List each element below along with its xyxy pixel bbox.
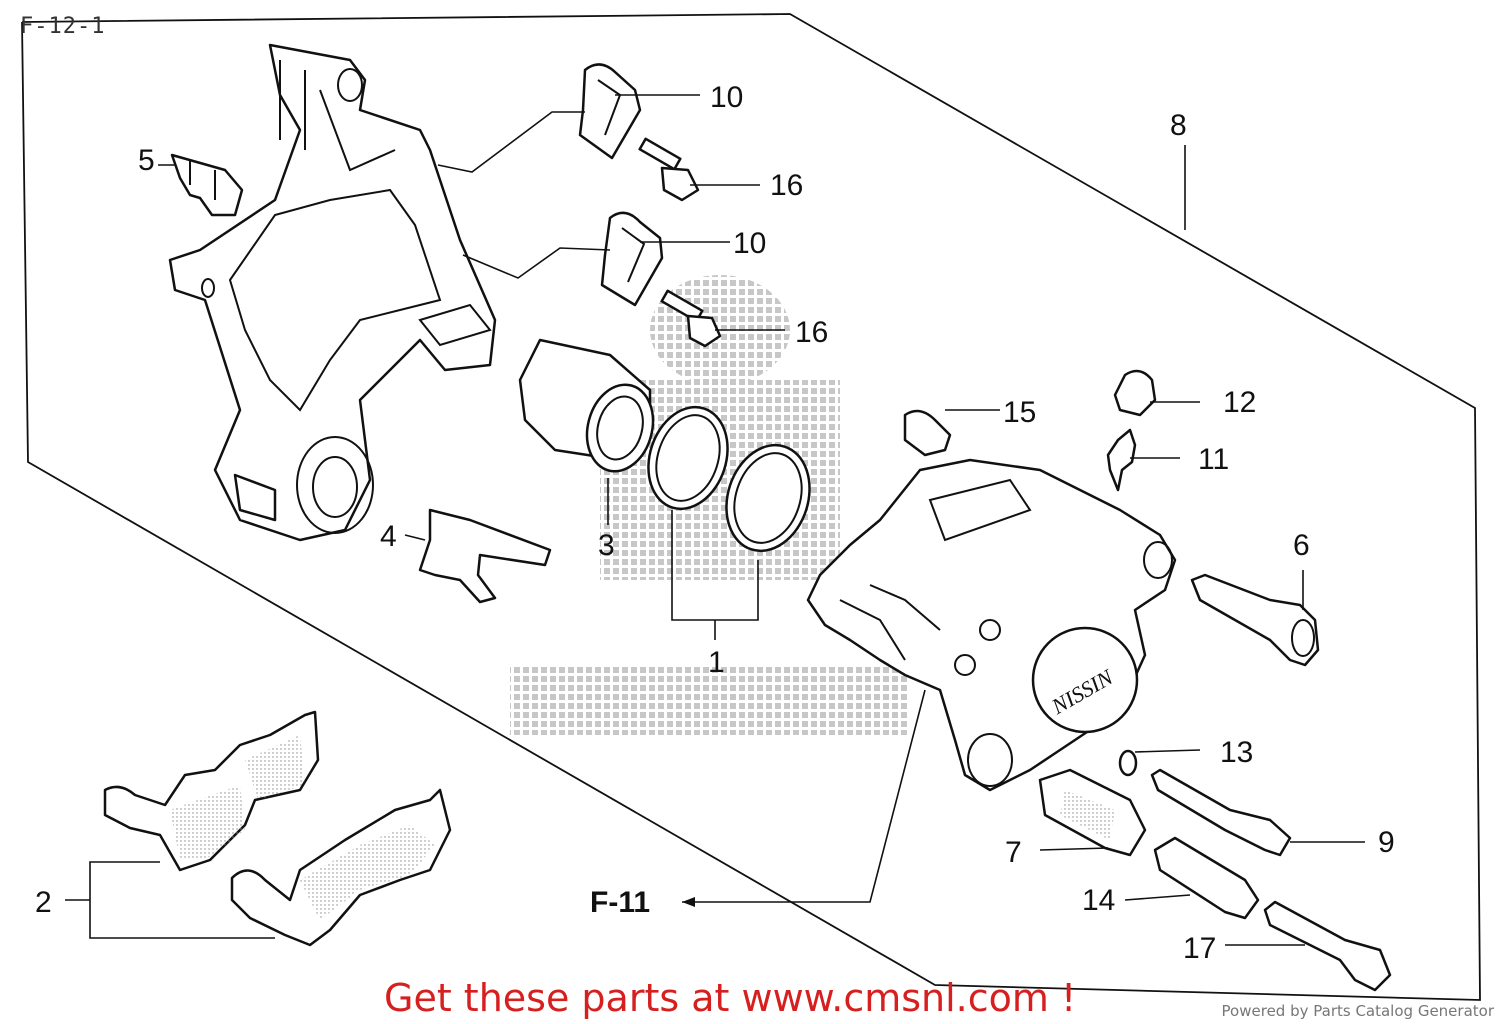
assembly-frame: [21, 13, 1481, 1001]
brake-pad-rear: [230, 788, 452, 947]
callout-2: 2: [35, 886, 52, 919]
brake-pad-front: [103, 710, 320, 872]
pad-pin-bolt: [1263, 900, 1392, 992]
bleeder-screw-cap: [1113, 369, 1157, 417]
callout-6: 6: [1293, 529, 1310, 562]
bleeder-cap: [903, 409, 952, 457]
callout-16-lower: 16: [795, 316, 828, 349]
callout-17: 17: [1183, 932, 1216, 965]
callout-10-upper: 10: [710, 81, 743, 114]
callout-10-lower: 10: [733, 227, 766, 260]
generator-credit: Powered by Parts Catalog Generator: [1221, 1002, 1494, 1020]
callout-9: 9: [1378, 826, 1395, 859]
page-code: F-12-1: [20, 14, 106, 39]
pin-sleeve: [1153, 836, 1260, 920]
callout-3: 3: [598, 529, 615, 562]
callout-7: 7: [1005, 836, 1022, 869]
pad-pin-clip-lower: [600, 211, 664, 307]
callout-4: 4: [380, 520, 397, 553]
callout-11: 11: [1198, 443, 1229, 476]
bleeder-valve: [1106, 428, 1137, 492]
slide-pin: [1150, 768, 1292, 857]
caliper-bracket: [168, 43, 497, 542]
caliper-piston: [518, 338, 655, 473]
caliper-pin-bolt: [1190, 573, 1320, 667]
callout-15: 15: [1003, 396, 1036, 429]
callout-1: 1: [708, 646, 725, 679]
callout-13: 13: [1220, 736, 1253, 769]
callout-5: 5: [138, 144, 155, 177]
pin-boot: [1038, 768, 1147, 857]
callout-12: 12: [1223, 386, 1256, 419]
callout-14: 14: [1082, 884, 1115, 917]
callout-8: 8: [1170, 109, 1187, 142]
callout-16-upper: 16: [770, 169, 803, 202]
pad-pin-clip-upper: [578, 63, 642, 160]
mounting-bolt-upper: [638, 137, 700, 202]
pad-spring: [418, 508, 552, 604]
leader-lines: [65, 94, 1365, 946]
o-ring-small: [1118, 749, 1138, 777]
mounting-bolt-lower: [660, 289, 722, 348]
pad-retainer-spring: [170, 153, 244, 217]
caliper-body: NISSIN: [806, 458, 1177, 792]
callout-numbers: 10 16 10 16 8 5 15 12 11 6 4 3 1 13 7 9 …: [35, 81, 1395, 965]
reference-f11[interactable]: F-11: [590, 886, 650, 919]
promo-link-text[interactable]: Get these parts at www.cmsnl.com !: [384, 976, 1077, 1020]
piston-seals: [647, 405, 811, 553]
